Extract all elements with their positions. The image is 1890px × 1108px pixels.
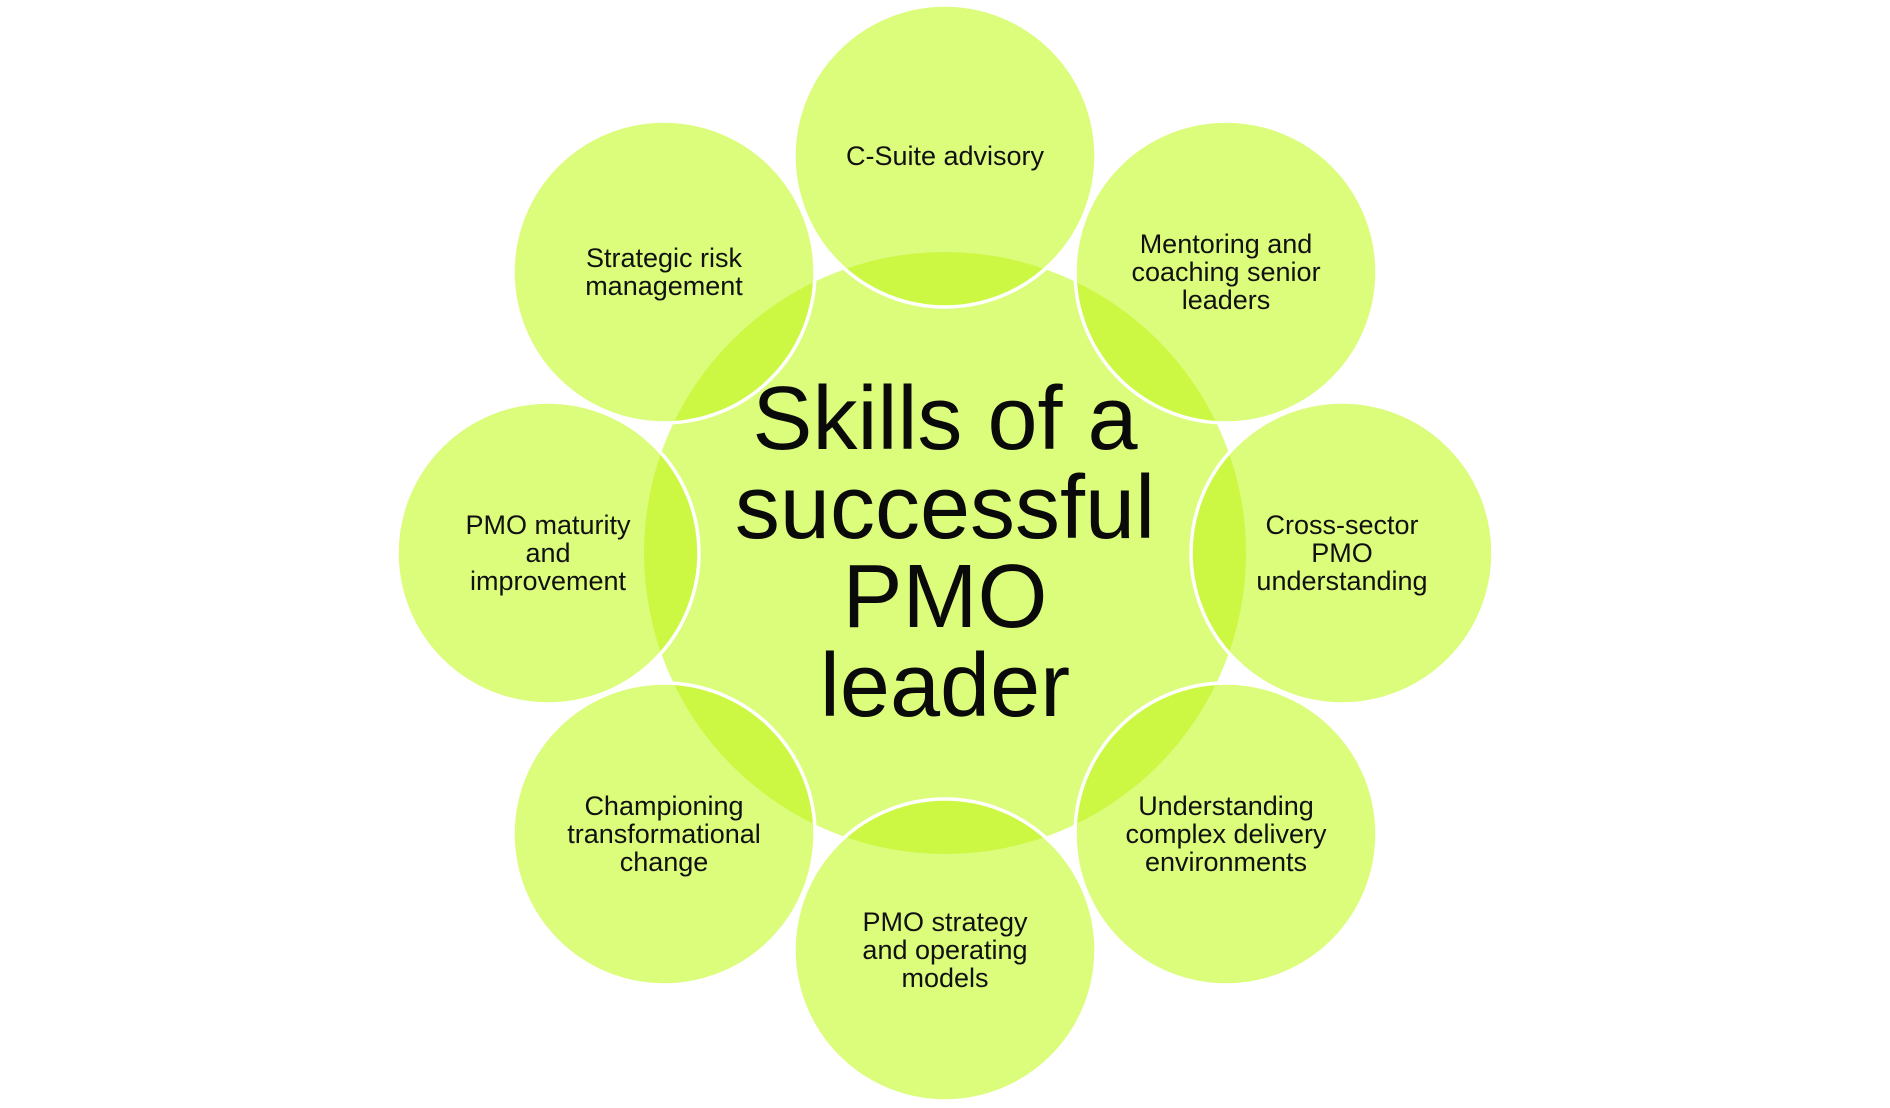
skill-label-line: Championing	[584, 791, 744, 821]
skill-label-line: and	[525, 538, 571, 568]
skill-label-pmo-strategy: PMO strategy and operating models	[815, 908, 1075, 992]
center-title-line-4: leader	[819, 636, 1071, 736]
skill-label-line: coaching senior	[1131, 257, 1321, 287]
skill-label-line: environments	[1144, 847, 1308, 877]
skill-label-mentoring: Mentoring and coaching senior leaders	[1096, 230, 1356, 314]
skill-label-c-suite-advisory: C-Suite advisory	[815, 142, 1075, 170]
circle-outlines	[395, 3, 1495, 1103]
center-title-line-3: PMO	[842, 547, 1048, 647]
skill-circle-bottom	[794, 799, 1096, 1101]
skill-label-championing-change: Championing transformational change	[534, 792, 794, 876]
skill-circle-top	[794, 5, 1096, 307]
center-title: Skills of a successful PMO leader	[685, 369, 1205, 736]
skill-label-line: PMO	[1311, 538, 1373, 568]
skill-label-line: C-Suite advisory	[845, 141, 1045, 171]
skill-label-line: Strategic risk	[585, 243, 743, 273]
skill-label-complex-delivery: Understanding complex delivery environme…	[1096, 792, 1356, 876]
skill-label-line: change	[619, 847, 709, 877]
skill-label-line: leaders	[1181, 285, 1271, 315]
skill-label-strategic-risk: Strategic risk management	[534, 244, 794, 300]
skill-label-cross-sector: Cross-sector PMO understanding	[1212, 511, 1472, 595]
skill-label-line: complex delivery	[1125, 819, 1327, 849]
skill-circle-left	[397, 402, 699, 704]
skill-label-line: Mentoring and	[1139, 229, 1313, 259]
center-title-line-2: successful	[734, 458, 1156, 558]
skill-label-line: and operating	[862, 935, 1028, 965]
skill-label-line: PMO strategy	[862, 907, 1028, 937]
skill-label-line: transformational	[567, 819, 761, 849]
skill-label-line: Cross-sector	[1265, 510, 1419, 540]
skill-label-line: improvement	[469, 566, 627, 596]
skill-label-pmo-maturity: PMO maturity and improvement	[418, 511, 678, 595]
skill-label-line: Understanding	[1138, 791, 1314, 821]
skill-label-line: models	[901, 963, 989, 993]
skill-label-line: understanding	[1256, 566, 1428, 596]
skill-label-line: PMO maturity	[465, 510, 631, 540]
center-title-line-1: Skills of a	[752, 369, 1138, 469]
center-circle	[644, 252, 1246, 854]
skill-circle-right	[1191, 402, 1493, 704]
skill-label-line: management	[585, 271, 743, 301]
